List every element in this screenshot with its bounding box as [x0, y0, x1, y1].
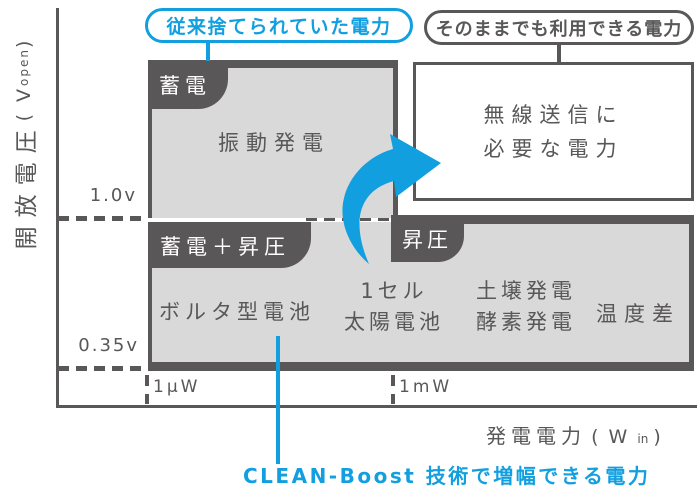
- callout-discarded: 従来捨てられていた電力: [145, 8, 413, 43]
- y-axis-unit-sub: open: [17, 48, 31, 86]
- callout-usable-connector: [557, 43, 561, 63]
- wireless-line2: 必要な電力: [483, 136, 624, 161]
- dash-035v-left: [58, 366, 146, 371]
- wireless-box: 無線送信に 必要な電力: [413, 62, 694, 201]
- dash-1uw: [145, 375, 149, 404]
- x-axis-line: [56, 405, 697, 408]
- vibration-label: 振動発電: [218, 131, 330, 155]
- y-axis-unit-close: ): [13, 40, 35, 49]
- badge-storage-boost-label: 蓄電＋昇圧: [160, 235, 290, 259]
- soil-line: 土壌発電: [476, 279, 576, 303]
- solar-label: 1セル 太陽電池: [330, 276, 458, 338]
- x-axis-unit-open: ( W: [591, 426, 638, 448]
- region-boost-topbar: [391, 215, 694, 224]
- x-axis-unit-sub: in: [637, 432, 649, 446]
- y-axis-label: 開放電圧 ( V open ): [7, 0, 41, 295]
- badge-storage: [148, 60, 228, 109]
- temperature-label: 温度差: [596, 302, 680, 326]
- badge-boost: [391, 215, 464, 262]
- dash-1mw-below: [391, 375, 395, 404]
- badge-storage-boost: [148, 222, 311, 268]
- tick-1uw: 1μW: [153, 377, 201, 397]
- tick-1mw: 1mW: [399, 377, 453, 397]
- x-axis-unit-close: ): [653, 426, 661, 448]
- boost-note-label: CLEAN-Boost 技術で増幅できる電力: [243, 464, 651, 488]
- boost-note-connector: [276, 336, 280, 464]
- dash-1v-left: [58, 216, 146, 221]
- callout-discarded-connector: [206, 41, 210, 61]
- x-axis-label: 発電電力 ( W in ): [486, 420, 661, 449]
- badge-storage-label: 蓄電: [159, 74, 211, 98]
- callout-usable: そのままでも利用できる電力: [424, 10, 694, 45]
- volta-label: ボルタ型電池: [159, 300, 315, 324]
- y-axis-unit-open: ( V: [13, 85, 35, 122]
- wireless-line1: 無線送信に: [483, 102, 624, 127]
- tick-0-35v: 0.35v: [78, 335, 139, 356]
- enzyme-line: 酵素発電: [476, 310, 576, 334]
- badge-boost-label: 昇圧: [402, 228, 452, 252]
- soil-enzyme-label: 土壌発電 酵素発電: [458, 276, 594, 338]
- tick-1-0v: 1.0v: [89, 185, 137, 206]
- x-axis-label-kanji: 発電電力: [486, 424, 586, 448]
- y-axis-line: [56, 8, 59, 408]
- y-axis-label-kanji: 開放電圧: [14, 121, 40, 250]
- solar-line1: 1セル: [360, 279, 428, 303]
- solar-line2: 太陽電池: [344, 310, 444, 334]
- boost-arrow-icon: [342, 134, 441, 264]
